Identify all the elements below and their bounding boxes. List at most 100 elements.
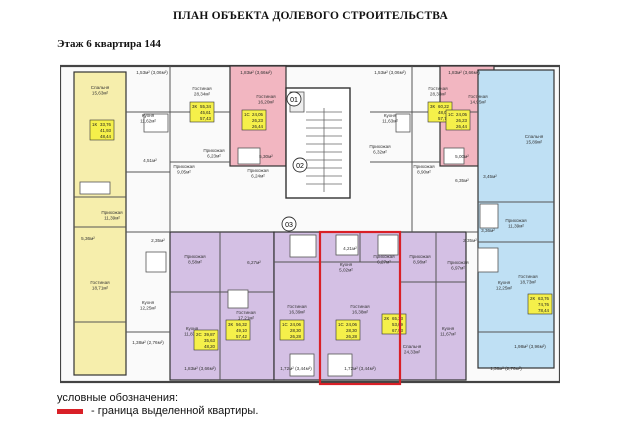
svg-text:03: 03 — [285, 222, 293, 229]
svg-text:1С: 1С — [244, 112, 250, 117]
svg-text:26,44: 26,44 — [456, 124, 468, 129]
svg-text:24,05: 24,05 — [456, 112, 468, 117]
apartment-box: 1С 24,06 28,30 26,28 — [335, 319, 361, 341]
svg-text:1К: 1К — [92, 122, 97, 127]
legend-heading: условные обозначения: — [57, 392, 179, 404]
svg-text:78,44: 78,44 — [538, 308, 550, 313]
svg-text:6,35м²: 6,35м² — [455, 178, 469, 183]
svg-text:1С: 1С — [282, 322, 288, 327]
svg-text:65,33: 65,33 — [392, 316, 404, 321]
svg-text:02: 02 — [296, 163, 304, 170]
page-title: ПЛАН ОБЪЕКТА ДОЛЕВОГО СТРОИТЕЛЬСТВА — [173, 10, 448, 22]
legend-item: - граница выделенной квартиры. — [57, 405, 258, 417]
apartment-right-lilac — [399, 231, 467, 381]
svg-text:24,05: 24,05 — [252, 112, 264, 117]
apartment-box: 1С 24,06 28,30 26,28 — [279, 319, 305, 341]
svg-text:60,22: 60,22 — [438, 104, 450, 109]
svg-text:01: 01 — [290, 97, 298, 104]
svg-text:5,36м²: 5,36м² — [81, 236, 95, 241]
svg-text:1,72м² (3,44м²): 1,72м² (3,44м²) — [344, 366, 376, 371]
svg-text:4,51м²: 4,51м² — [143, 158, 157, 163]
svg-text:3К: 3К — [228, 322, 233, 327]
bathroom-fixtures — [79, 113, 499, 377]
svg-text:3К: 3К — [430, 104, 435, 109]
apartment-box: 2С 39,87 35,63 48,20 — [193, 329, 219, 351]
svg-text:26,28: 26,28 — [346, 334, 358, 339]
svg-text:4,21м²: 4,21м² — [343, 246, 357, 251]
marker-01: 01 — [286, 91, 302, 107]
svg-text:3,36м²: 3,36м² — [481, 228, 495, 233]
legend-item-label: - граница выделенной квартиры. — [91, 405, 259, 417]
svg-text:26,23: 26,23 — [456, 118, 468, 123]
svg-text:1,72м² (3,44м²): 1,72м² (3,44м²) — [280, 366, 312, 371]
apartment-box: 3К 56,32 49,10 57,42 — [225, 319, 251, 341]
interior-walls — [74, 66, 554, 380]
apartment-box: 1К 33,76 41,93 48,44 — [89, 119, 115, 141]
svg-text:2С: 2С — [196, 332, 202, 337]
svg-text:1С: 1С — [338, 322, 344, 327]
svg-text:26,23: 26,23 — [252, 118, 264, 123]
svg-text:56,32: 56,32 — [236, 322, 248, 327]
svg-text:48,44: 48,44 — [100, 134, 112, 139]
svg-text:1,38м² (2,76м²): 1,38м² (2,76м²) — [132, 340, 164, 345]
marker-02: 02 — [292, 157, 308, 173]
svg-text:1,83м² (3,66м²): 1,83м² (3,66м²) — [184, 366, 216, 371]
svg-text:57,42: 57,42 — [236, 334, 248, 339]
svg-text:57,75: 57,75 — [438, 116, 450, 121]
stair-steps — [306, 108, 342, 192]
svg-text:2,35м²: 2,35м² — [151, 238, 165, 243]
svg-text:28,30: 28,30 — [346, 328, 358, 333]
svg-text:48,20: 48,20 — [204, 344, 216, 349]
svg-text:26,44: 26,44 — [252, 124, 264, 129]
apartment-box: 1С 24,05 26,23 26,44 — [241, 109, 267, 131]
svg-text:24,06: 24,06 — [290, 322, 302, 327]
svg-text:1,53м² (3,06м²): 1,53м² (3,06м²) — [136, 70, 168, 75]
svg-text:63,76: 63,76 — [538, 296, 550, 301]
apartment-box: 1С 24,05 26,23 26,44 — [445, 109, 471, 131]
svg-text:28,30: 28,30 — [290, 328, 302, 333]
svg-text:33,76: 33,76 — [100, 122, 112, 127]
red-line-swatch — [57, 408, 83, 414]
svg-text:2,35м²: 2,35м² — [463, 238, 477, 243]
svg-text:55,34: 55,34 — [200, 104, 212, 109]
svg-text:6,27м²: 6,27м² — [247, 260, 261, 265]
selected-apartment-border — [318, 230, 402, 386]
svg-text:35,63: 35,63 — [204, 338, 216, 343]
svg-text:1,83м² (3,66м²): 1,83м² (3,66м²) — [240, 70, 272, 75]
svg-text:1,38м² (2,76м²): 1,38м² (2,76м²) — [490, 366, 522, 371]
svg-text:1С: 1С — [448, 112, 454, 117]
apartment-boxes: 1К 33,76 41,93 48,44 3К 55,34 45,61 57,4… — [89, 101, 553, 351]
svg-text:67,93: 67,93 — [392, 328, 404, 333]
svg-text:39,87: 39,87 — [204, 332, 216, 337]
svg-text:2К: 2К — [530, 296, 535, 301]
svg-text:26,28: 26,28 — [290, 334, 302, 339]
apartment-box: 3К 55,34 45,61 57,43 — [189, 101, 215, 123]
svg-text:57,43: 57,43 — [200, 116, 212, 121]
svg-text:74,76: 74,76 — [538, 302, 550, 307]
svg-text:53,09: 53,09 — [392, 322, 404, 327]
svg-text:41,93: 41,93 — [100, 128, 112, 133]
svg-text:5,30м²: 5,30м² — [259, 154, 273, 159]
